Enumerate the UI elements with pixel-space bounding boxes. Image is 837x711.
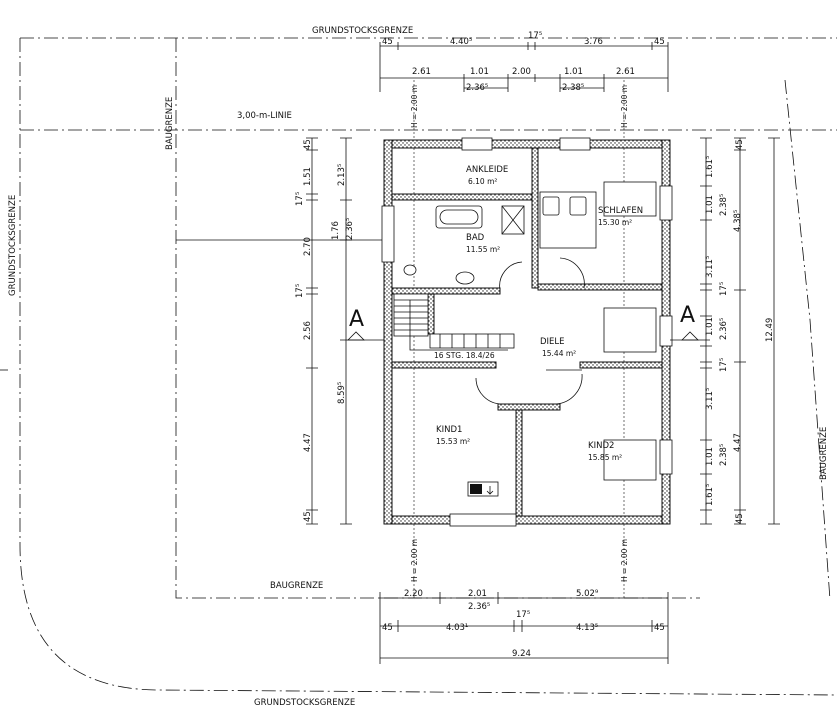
dim-right-i10: 3.11⁵ [705, 388, 715, 410]
dim-bottom-2d: 4.13⁵ [576, 623, 598, 633]
dim-left-o6: 2.56 [303, 321, 313, 340]
dim-right-i5: 3.11⁵ [705, 256, 715, 278]
room-ankleide-area: 6.10 m² [468, 177, 497, 186]
dim-top-1d: 3.76 [584, 37, 603, 47]
dim-right-i2: 1.61⁵ [705, 156, 715, 178]
dim-right-i4: 2.38⁵ [719, 194, 729, 216]
dim-left-o8: 45 [303, 511, 313, 522]
dim-right-i14: 45 [735, 513, 745, 524]
height-label-1: H = 2.00 m [410, 85, 419, 128]
dim-bottom-lines [379, 592, 669, 664]
windows [381, 137, 673, 527]
height-label-3: H = 2.00 m [410, 539, 419, 582]
dim-right-lines [700, 137, 780, 525]
dim-top-1b: 4.40⁵ [450, 37, 472, 47]
dim-right-i13: 1.61⁵ [705, 484, 715, 506]
dim-bottom-1a: 2.20 [404, 589, 423, 599]
dim-bottom-total: 9.24 [512, 649, 531, 659]
dim-right-i1: 45 [735, 139, 745, 150]
dim-top-2d: 1.01 [564, 67, 583, 77]
room-bad-name: BAD [466, 233, 485, 243]
dim-top-2b: 1.01 [470, 67, 489, 77]
dim-right-i6: 17⁵ [719, 282, 729, 296]
dim-bottom-1b: 2.01 [468, 589, 487, 599]
room-diele-name: DIELE [540, 337, 565, 347]
dim-right-o2: 4.47 [733, 433, 743, 452]
dim-left-i2: 1.76 [331, 221, 341, 240]
boundary-label-left: GRUNDSTOCKSGRENZE [8, 195, 18, 296]
dim-right-total: 12.49 [765, 318, 775, 342]
dim-top-2c: 2.00 [512, 67, 531, 77]
dim-top-lines [379, 42, 669, 92]
section-marker-right [670, 331, 710, 341]
dim-top-1c: 17⁵ [528, 31, 542, 41]
boundary-label-top: GRUNDSTOCKSGRENZE [312, 26, 413, 36]
dim-left-o1: 45 [303, 139, 313, 150]
fixtures [403, 181, 657, 481]
room-kind2-name: KIND2 [588, 441, 614, 451]
dim-left-o2: 1.51 [303, 167, 313, 186]
section-label-left: A [349, 307, 364, 332]
baugrenze-left-label: BAUGRENZE [165, 97, 175, 150]
doors [475, 257, 585, 405]
stairs [393, 293, 515, 351]
dim-right-i9: 17⁵ [719, 358, 729, 372]
dim-top-2a: 2.61 [412, 67, 431, 77]
dim-bottom-2c: 17⁵ [516, 610, 530, 620]
dim-bottom-sub: 2.36⁵ [468, 602, 490, 612]
dim-left-o3: 17⁵ [295, 192, 305, 206]
dim-left-i3: 2.36⁵ [345, 218, 355, 240]
dim-left-o5: 17⁵ [295, 284, 305, 298]
section-label-right: A [680, 303, 695, 328]
room-diele-area: 15.44 m² [542, 349, 576, 358]
dim-bottom-2b: 4.03¹ [446, 623, 468, 633]
dim-top-sub-b: 2.38⁵ [562, 83, 584, 93]
dim-right-o1: 4.38⁵ [733, 210, 743, 232]
dim-right-i7: 1.01 [705, 317, 715, 336]
baugrenze-right-label: BAUGRENZE [819, 427, 829, 480]
escape-sign [467, 481, 499, 497]
dim-right-i12: 2.38⁵ [719, 444, 729, 466]
dim-left-o4: 2.70 [303, 237, 313, 256]
height-label-4: H = 2.00 m [620, 539, 629, 582]
dim-left-o7: 4.47 [303, 433, 313, 452]
dim-top-2e: 2.61 [616, 67, 635, 77]
height-label-2: H = 2.00 m [620, 85, 629, 128]
room-kind1-name: KIND1 [436, 425, 462, 435]
room-schlafen-area: 15.30 m² [598, 218, 632, 227]
dim-top-1e: 45 [654, 37, 665, 47]
boundary-label-bottom: GRUNDSTOCKSGRENZE [254, 698, 355, 708]
baugrenze-bottom-label: BAUGRENZE [270, 581, 323, 591]
dim-bottom-2a: 45 [382, 623, 393, 633]
dim-bottom-1c: 5.02⁹ [576, 589, 599, 599]
room-ankleide-name: ANKLEIDE [466, 165, 508, 175]
room-schlafen-name: SCHLAFEN [598, 206, 643, 216]
dim-left-lines [306, 137, 352, 525]
section-marker-left [340, 331, 384, 341]
dim-bottom-2e: 45 [654, 623, 665, 633]
dim-left-i1: 2.13⁵ [337, 164, 347, 186]
dim-top-sub-a: 2.36⁵ [466, 83, 488, 93]
property-boundary [19, 37, 837, 696]
stairs-label: 16 STG. 18.4/26 [434, 351, 495, 360]
dim-left-i4: 8.59⁵ [337, 382, 347, 404]
room-kind1-area: 15.53 m² [436, 437, 470, 446]
dim-right-i3: 1.01 [705, 195, 715, 214]
dim-right-i8: 2.36⁵ [719, 318, 729, 340]
line-3m-label: 3,00-m-LINIE [237, 111, 292, 121]
room-bad-area: 11.55 m² [466, 245, 500, 254]
dim-top-1a: 45 [382, 37, 393, 47]
room-kind2-area: 15.85 m² [588, 453, 622, 462]
dim-right-i11: 1.01 [705, 447, 715, 466]
